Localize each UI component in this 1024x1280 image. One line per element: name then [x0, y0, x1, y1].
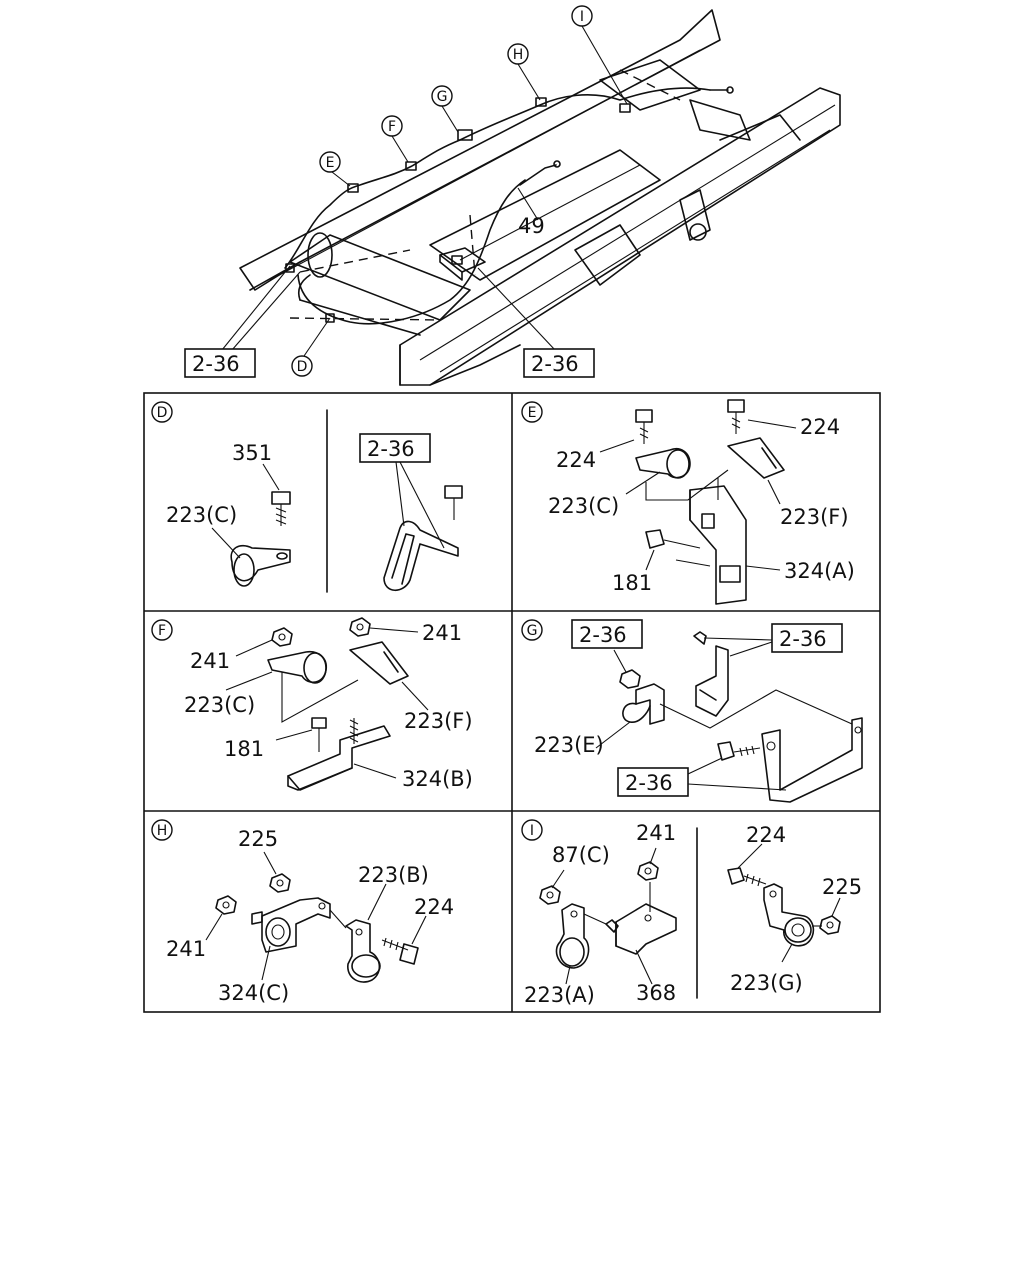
panel-F-label-181: 181 — [224, 737, 264, 761]
panel-H-label-324C: 324(C) — [218, 981, 289, 1005]
panel-E-label-223C: 223(C) — [548, 494, 619, 518]
chassis-overview: I H G F E D 49 2-36 2-36 — [184, 5, 841, 386]
panel-F-letter: F — [158, 623, 166, 639]
panel-I-label-225: 225 — [822, 875, 862, 899]
panel-D: D 351 223(C) 2-36 — [151, 401, 463, 593]
panel-E: E 224 224 223(C) 223(F) 181 324(A) — [521, 399, 855, 605]
panel-F-label-223C: 223(C) — [184, 693, 255, 717]
panel-E-label-324A: 324(A) — [784, 559, 855, 583]
panel-I-label-241: 241 — [636, 821, 676, 845]
panel-D-label-223C: 223(C) — [166, 503, 237, 527]
callout-F: F — [388, 119, 396, 135]
panel-F-label-241-b: 241 — [422, 621, 462, 645]
panel-H-label-223B: 223(B) — [358, 863, 429, 887]
panel-I-label-224: 224 — [746, 823, 786, 847]
callout-H: H — [513, 47, 524, 63]
ref-2-36-right: 2-36 — [531, 352, 579, 376]
panel-E-label-223F: 223(F) — [780, 505, 849, 529]
panel-G-ref-2: 2-36 — [779, 627, 827, 651]
panel-G: G 2-36 2-36 2-36 223(E) — [521, 619, 863, 803]
panel-D-ref: 2-36 — [367, 437, 415, 461]
panel-D-letter: D — [157, 405, 168, 421]
panel-G-letter: G — [527, 623, 538, 639]
callout-D: D — [297, 359, 308, 375]
panel-E-letter: E — [528, 405, 537, 421]
panel-I-label-87C: 87(C) — [552, 843, 610, 867]
panel-H-label-241: 241 — [166, 937, 206, 961]
panel-F: F 241 241 223(C) 223(F) 181 324(B) — [151, 617, 473, 791]
callout-E: E — [326, 155, 335, 171]
panel-H-letter: H — [157, 823, 168, 839]
panel-H-label-225: 225 — [238, 827, 278, 851]
panel-G-ref-3: 2-36 — [625, 771, 673, 795]
panel-G-ref-1: 2-36 — [579, 623, 627, 647]
panel-H: H 225 241 324(C) 223(B) 224 — [151, 819, 454, 1005]
panel-F-label-324B: 324(B) — [402, 767, 473, 791]
panel-E-label-224-a: 224 — [800, 415, 840, 439]
panel-I-label-223A: 223(A) — [524, 983, 595, 1007]
ref-2-36-left: 2-36 — [192, 352, 240, 376]
panel-I-label-368: 368 — [636, 981, 676, 1005]
panel-I: I 87(C) 241 223(A) 368 224 — [521, 819, 862, 1007]
detail-panels-frame — [143, 392, 881, 1013]
panel-I-letter: I — [530, 823, 534, 839]
part-49-label: 49 — [518, 214, 545, 238]
panel-D-label-351: 351 — [232, 441, 272, 465]
panel-F-label-223F: 223(F) — [404, 709, 473, 733]
panel-I-label-223G: 223(G) — [730, 971, 803, 995]
callout-I: I — [580, 9, 584, 25]
panel-G-label-223E: 223(E) — [534, 733, 604, 757]
callout-G: G — [437, 89, 448, 105]
panel-E-label-181: 181 — [612, 571, 652, 595]
panel-F-label-241-a: 241 — [190, 649, 230, 673]
panel-H-label-224: 224 — [414, 895, 454, 919]
panel-E-label-224-b: 224 — [556, 448, 596, 472]
